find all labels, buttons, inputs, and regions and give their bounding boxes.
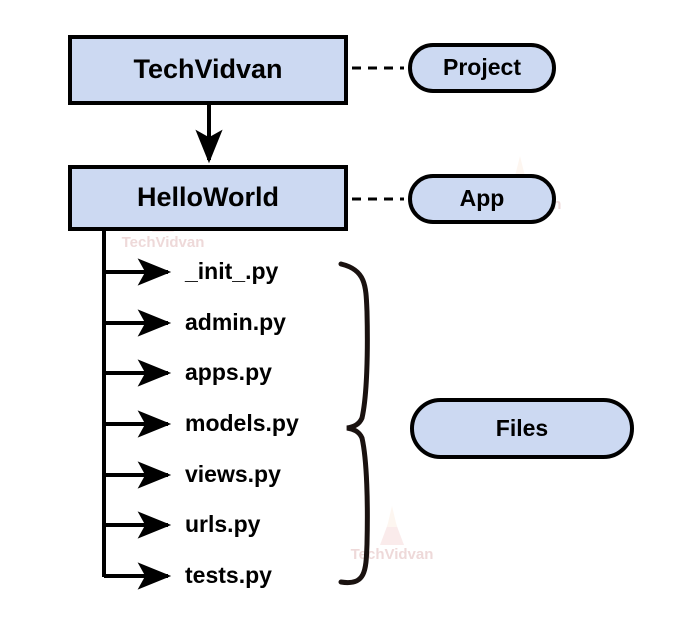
watermark-label: TechVidvan xyxy=(122,234,205,251)
file-label: admin.py xyxy=(185,309,286,335)
node-app-box[interactable] xyxy=(68,165,348,231)
file-branch[interactable]: urls.py xyxy=(104,511,261,539)
tag-project[interactable]: Project xyxy=(408,43,556,93)
tag-files[interactable]: Files xyxy=(410,398,634,459)
node-project[interactable]: TechVidvan xyxy=(68,35,348,105)
file-branch[interactable]: models.py xyxy=(104,410,299,438)
file-branch[interactable]: tests.py xyxy=(104,562,272,590)
files-brace xyxy=(338,261,370,586)
file-label: apps.py xyxy=(185,359,272,385)
file-branch[interactable]: views.py xyxy=(104,461,281,489)
node-app-label: HelloWorld xyxy=(137,182,279,212)
file-branch[interactable]: admin.py xyxy=(104,309,286,337)
watermark-logo-icon xyxy=(380,506,404,545)
file-label: urls.py xyxy=(185,511,261,537)
file-label: tests.py xyxy=(185,562,272,588)
watermark-label: TechVidvan xyxy=(351,546,434,563)
node-app[interactable]: HelloWorld xyxy=(68,165,348,231)
tag-app-pill[interactable] xyxy=(408,174,556,224)
tag-project-label: Project xyxy=(443,54,521,80)
tag-app-label: App xyxy=(460,185,505,211)
file-label: _init_.py xyxy=(184,258,279,284)
tag-files-pill[interactable] xyxy=(410,398,634,459)
file-label: models.py xyxy=(185,410,299,436)
tag-project-pill[interactable] xyxy=(408,43,556,93)
tag-files-label: Files xyxy=(496,415,548,441)
file-branch[interactable]: apps.py xyxy=(104,359,272,387)
node-project-box[interactable] xyxy=(68,35,348,105)
tag-app[interactable]: App xyxy=(408,174,556,224)
file-label: views.py xyxy=(185,461,281,487)
node-project-label: TechVidvan xyxy=(133,54,282,84)
file-branch[interactable]: _init_.py xyxy=(104,258,279,286)
